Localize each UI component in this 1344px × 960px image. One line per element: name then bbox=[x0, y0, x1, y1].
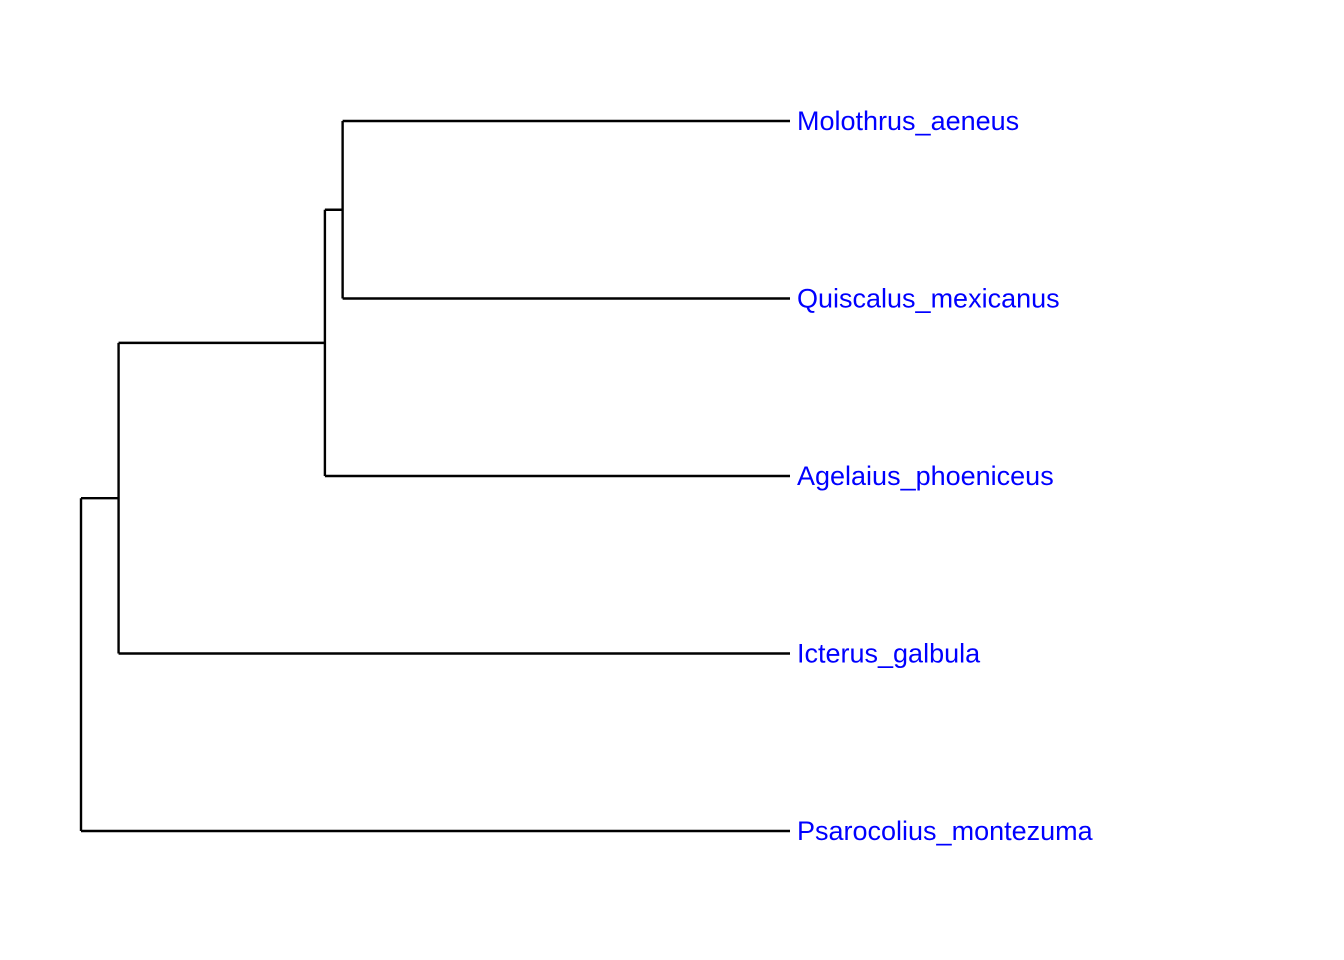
tree-branches bbox=[79, 119, 790, 833]
tip-labels: Molothrus_aeneusQuiscalus_mexicanusAgela… bbox=[797, 106, 1094, 846]
tip-label-agelaius: Agelaius_phoeniceus bbox=[797, 461, 1054, 491]
tip-label-molothrus: Molothrus_aeneus bbox=[797, 106, 1019, 136]
tip-label-psarocolius: Psarocolius_montezuma bbox=[797, 816, 1094, 846]
tip-label-quiscalus: Quiscalus_mexicanus bbox=[797, 284, 1060, 314]
tip-label-icterus: Icterus_galbula bbox=[797, 639, 981, 669]
